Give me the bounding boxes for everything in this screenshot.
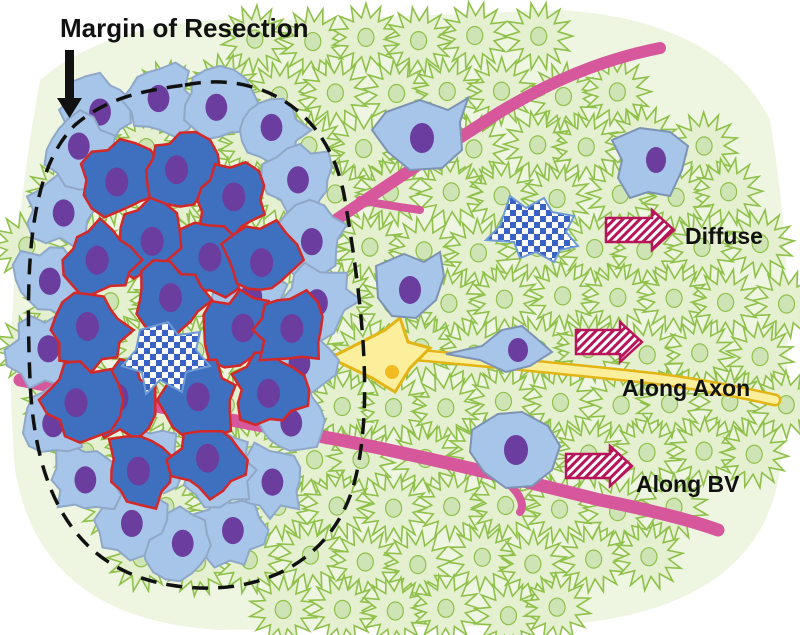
brain-cell xyxy=(446,520,519,594)
along-axon-label: Along Axon xyxy=(622,375,750,401)
brain-cell xyxy=(438,0,512,72)
resection-margin xyxy=(26,80,367,590)
migration-arrow-icon xyxy=(574,319,644,365)
down-arrow-icon xyxy=(57,50,82,118)
brain-cell xyxy=(520,570,594,635)
brain-cell xyxy=(527,59,600,134)
brain-cell xyxy=(218,2,292,76)
tumor-cell xyxy=(79,137,162,219)
axon xyxy=(326,315,782,407)
checkered-tumor-cell xyxy=(120,320,212,397)
brain-cell xyxy=(274,518,348,592)
invading-cells xyxy=(370,95,690,490)
brain-cell xyxy=(415,469,488,544)
brain-cell xyxy=(611,415,683,490)
tumor-cell xyxy=(233,441,302,521)
checkered-invading-cell xyxy=(483,194,580,264)
brain-cell xyxy=(300,469,374,543)
migration-arrow-icon xyxy=(604,207,676,253)
tumor-cell xyxy=(61,216,145,300)
tumor-cell xyxy=(230,351,311,427)
tumor-cell xyxy=(37,360,125,445)
brain-cell xyxy=(472,578,545,635)
brain-cell xyxy=(467,263,542,335)
axon-growth-cone xyxy=(326,315,433,395)
brain-cell xyxy=(688,266,763,339)
brain-cell xyxy=(665,211,739,284)
brain-cell xyxy=(637,262,711,335)
brain-cell xyxy=(580,56,655,128)
diffuse-label: Diffuse xyxy=(685,223,763,249)
brain-cell xyxy=(409,572,483,635)
brain-cell xyxy=(358,574,433,635)
brain-cell xyxy=(298,56,373,130)
brain-cell xyxy=(276,5,350,78)
brain-cell xyxy=(612,520,686,594)
tumor-cell xyxy=(107,434,174,511)
axon-node xyxy=(385,365,399,379)
brain-cell xyxy=(381,4,456,77)
brain-cell xyxy=(556,522,631,596)
brain-cell xyxy=(414,155,488,229)
tumor-mass xyxy=(3,61,364,583)
brain-cell xyxy=(723,207,797,280)
migration-arrow-icon xyxy=(564,443,634,489)
brain-cell xyxy=(749,267,800,341)
brain-cell xyxy=(526,259,599,333)
tumor-cell xyxy=(135,259,214,342)
brain-cell xyxy=(305,370,379,443)
tumor-cell xyxy=(49,291,136,376)
tumor-cell xyxy=(50,443,123,511)
brain-cell xyxy=(549,111,624,183)
brain-cell xyxy=(668,109,740,183)
brain-cell xyxy=(496,527,569,601)
brain-cell xyxy=(356,472,431,545)
brain-cell xyxy=(691,155,766,228)
brain-cell xyxy=(522,473,597,546)
brain-cell xyxy=(501,0,576,73)
brain-cell xyxy=(717,418,791,491)
brain-cell xyxy=(356,371,431,444)
invading-cell-axon xyxy=(445,324,554,374)
tumor-cell xyxy=(164,429,250,502)
tumor-cell xyxy=(250,288,324,362)
tumor-cell xyxy=(195,160,267,244)
brain-cell xyxy=(409,371,483,445)
brain-cell xyxy=(247,572,320,635)
tumor-cell xyxy=(219,218,306,292)
brain-cell xyxy=(306,572,379,635)
blood-vessel-upper xyxy=(312,42,666,238)
brain-cell xyxy=(663,316,737,390)
brain-cell xyxy=(330,0,402,75)
along-bv-label: Along BV xyxy=(636,471,740,497)
brain-cell xyxy=(469,469,543,542)
brain-cell xyxy=(523,366,598,439)
blood-vessel-upper-branch xyxy=(356,196,424,214)
tumor-cells-dark xyxy=(37,130,324,511)
margin-of-resection-label: Margin of Resection xyxy=(60,13,308,43)
brain-cell xyxy=(584,368,658,442)
